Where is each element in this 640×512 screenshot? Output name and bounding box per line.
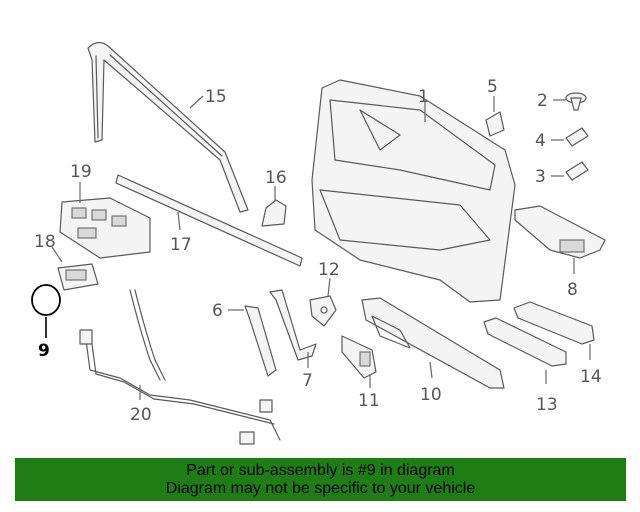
part-5-clip — [485, 111, 505, 137]
callout-4: 4 — [535, 131, 546, 151]
callout-19: 19 — [70, 162, 92, 182]
callout-10: 10 — [420, 385, 442, 405]
callout-2: 2 — [537, 91, 548, 111]
callout-14: 14 — [580, 367, 602, 387]
leader-10 — [429, 361, 433, 379]
callout-15: 15 — [205, 87, 227, 107]
callout-12: 12 — [318, 260, 340, 280]
callout-6: 6 — [212, 301, 223, 321]
leader-12 — [327, 277, 331, 297]
callout-11: 11 — [358, 391, 380, 411]
part-16-bracket — [261, 199, 287, 227]
part-12-cover — [309, 295, 337, 327]
callout-16: 16 — [265, 168, 287, 188]
callout-1: 1 — [418, 87, 429, 107]
part-15-window-frame-trim — [87, 41, 249, 213]
banner-line-part-info: Part or sub-assembly is #9 in diagram — [186, 461, 455, 479]
part-10-armrest-trim — [361, 297, 505, 389]
part-17-seal-strip — [115, 174, 303, 267]
leader-17 — [177, 211, 181, 231]
part-3-clip-bracket — [565, 161, 589, 181]
callout-7: 7 — [302, 371, 313, 391]
callout-17: 17 — [170, 235, 192, 255]
part-8-switch-housing — [514, 205, 606, 259]
part-14-armrest-pad — [513, 301, 595, 345]
part-18-window-switch — [57, 263, 99, 291]
part-4-clip-bracket — [565, 127, 589, 147]
info-banner: Part or sub-assembly is #9 in diagram Di… — [15, 458, 626, 501]
callout-8: 8 — [567, 280, 578, 300]
part-2-push-pin — [565, 92, 587, 111]
callout-9: 9 — [38, 341, 50, 361]
part-6-handle-trim — [244, 305, 277, 377]
callout-18: 18 — [34, 232, 56, 252]
part-7-grab-handle — [269, 289, 317, 361]
callout-20: 20 — [130, 405, 152, 425]
part-1-door-trim-panel — [311, 79, 516, 303]
part-11-bezel — [341, 335, 377, 379]
leader-18 — [51, 246, 63, 263]
part-9-seal-ring — [31, 284, 61, 316]
part-13-armrest-pad — [483, 317, 567, 367]
banner-line-disclaimer: Diagram may not be specific to your vehi… — [165, 479, 476, 497]
callout-3: 3 — [535, 167, 546, 187]
callout-13: 13 — [536, 395, 558, 415]
leader-15 — [189, 95, 204, 109]
part-20-wiring-harness — [79, 289, 281, 445]
part-19-switch-panel — [59, 197, 151, 259]
callout-5: 5 — [487, 77, 498, 97]
